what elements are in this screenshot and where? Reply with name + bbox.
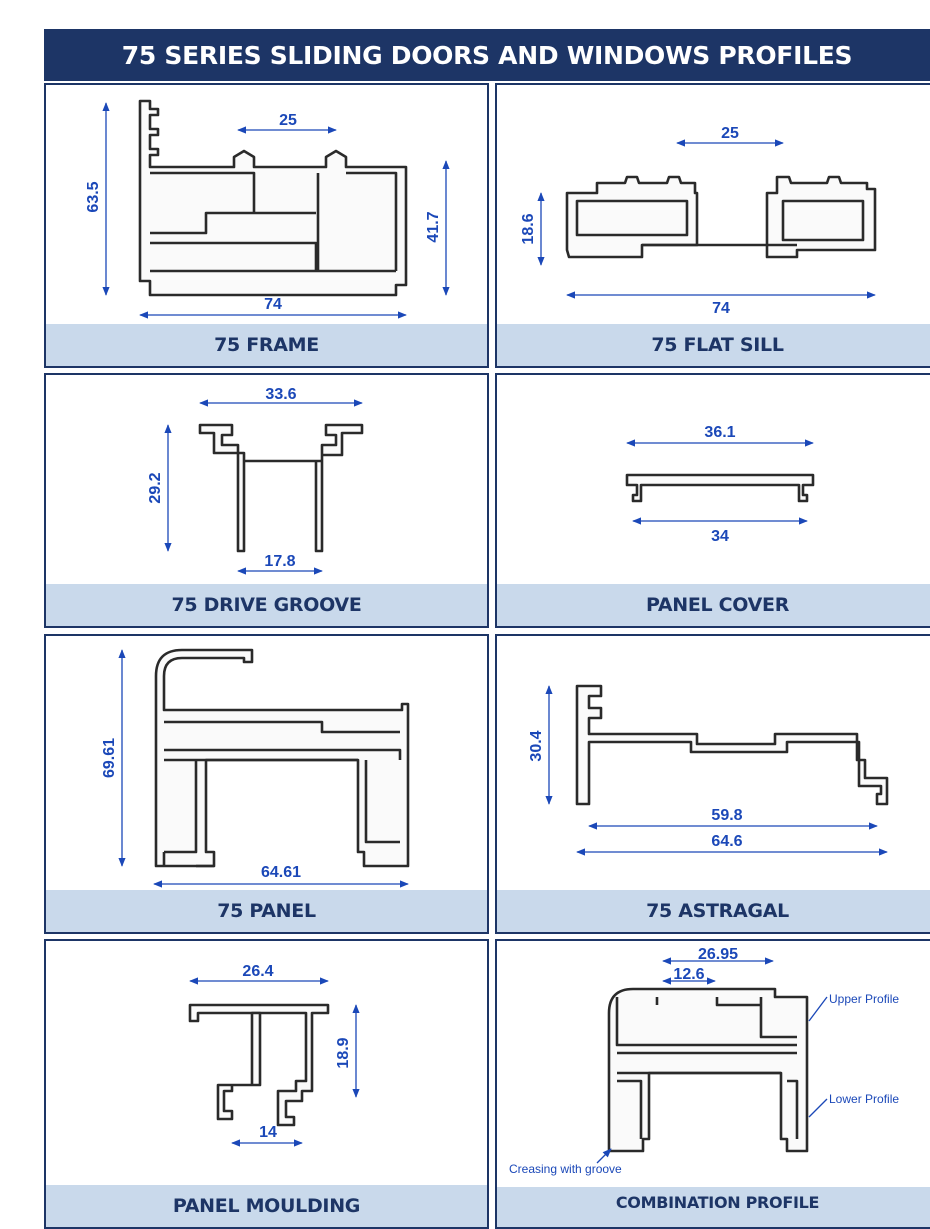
dim-width-36-1: 36.1 <box>704 424 735 441</box>
dim-width-59-8: 59.8 <box>711 807 742 824</box>
profile-label: PANEL COVER <box>497 584 930 626</box>
dim-width-34: 34 <box>711 528 729 545</box>
dim-height-63-5: 63.5 <box>85 181 102 212</box>
dim-width-74: 74 <box>264 296 282 313</box>
dim-height-41-7: 41.7 <box>425 211 442 242</box>
profile-card-75-panel: 69.61 64.61 75 PANEL <box>44 634 489 934</box>
dim-height-18-6: 18.6 <box>520 213 537 244</box>
dim-height-29-2: 29.2 <box>147 472 164 503</box>
profile-card-75-drive-groove: 33.6 29.2 17.8 75 DRIVE GROOVE <box>44 373 489 628</box>
dim-width-14: 14 <box>259 1124 277 1141</box>
dim-width-33-6: 33.6 <box>265 386 296 403</box>
panel-drawing: 69.61 64.61 <box>101 648 410 888</box>
profile-label: 75 PANEL <box>46 890 487 932</box>
note-lower-profile: Lower Profile <box>829 1092 899 1106</box>
note-upper-profile: Upper Profile <box>829 992 899 1006</box>
dim-width-26-4: 26.4 <box>242 963 273 980</box>
profile-label: COMBINATION PROFILE <box>497 1187 930 1227</box>
panel-moulding-drawing: 26.4 18.9 14 <box>188 963 360 1147</box>
dim-width-64-61: 64.61 <box>261 864 301 881</box>
dim-width-17-8: 17.8 <box>264 553 295 570</box>
dim-width-74: 74 <box>712 300 730 317</box>
flat-sill-drawing: 25 18.6 74 <box>520 125 877 317</box>
profile-card-panel-moulding: 26.4 18.9 14 PANEL MOULDING <box>44 939 489 1229</box>
astragal-drawing: 30.4 59.8 64.6 <box>528 684 889 856</box>
combination-profile-drawing: 26.95 12.6 Upper Profile Lower Profile C… <box>509 946 899 1176</box>
note-creasing-with-groove: Creasing with groove <box>509 1162 622 1176</box>
drive-groove-drawing: 33.6 29.2 17.8 <box>147 386 364 575</box>
profile-label: 75 ASTRAGAL <box>497 890 930 932</box>
dim-height-30-4: 30.4 <box>528 730 545 761</box>
profile-card-combination-profile: 26.95 12.6 Upper Profile Lower Profile C… <box>495 939 930 1229</box>
dim-width-64-6: 64.6 <box>711 833 742 850</box>
dim-width-25: 25 <box>279 112 297 129</box>
panel-cover-drawing: 36.1 34 <box>625 424 815 545</box>
profile-label: 75 FRAME <box>46 324 487 366</box>
profile-card-panel-cover: 36.1 34 PANEL COVER <box>495 373 930 628</box>
frame-drawing: 25 63.5 41.7 74 <box>85 99 450 319</box>
page-title: 75 SERIES SLIDING DOORS AND WINDOWS PROF… <box>44 29 930 81</box>
profile-label: 75 FLAT SILL <box>497 324 930 366</box>
dim-width-26-95: 26.95 <box>698 946 738 963</box>
dim-width-12-6: 12.6 <box>673 966 704 983</box>
dim-height-69-61: 69.61 <box>101 738 118 778</box>
profile-label: 75 DRIVE GROOVE <box>46 584 487 626</box>
dim-height-18-9: 18.9 <box>335 1037 352 1068</box>
profile-card-75-astragal: 30.4 59.8 64.6 75 ASTRAGAL <box>495 634 930 934</box>
dim-width-25: 25 <box>721 125 739 142</box>
profile-card-75-frame: 25 63.5 41.7 74 75 FRAME <box>44 83 489 368</box>
profile-card-75-flat-sill: 25 18.6 74 75 FLAT SILL <box>495 83 930 368</box>
profile-label: PANEL MOULDING <box>46 1185 487 1227</box>
